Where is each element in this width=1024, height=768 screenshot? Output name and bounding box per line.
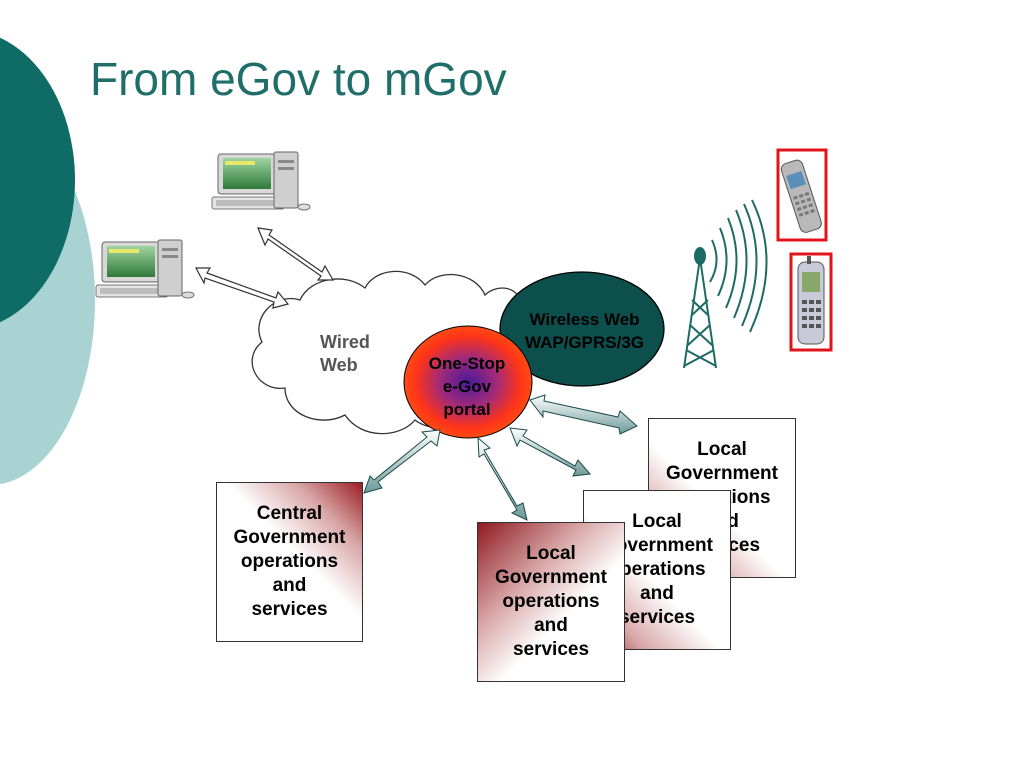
slide-title: From eGov to mGov — [90, 53, 507, 105]
mobile-phone-icon — [776, 148, 828, 242]
local-government-box-1-label: Local Government operations and services — [495, 543, 607, 660]
computer-icon — [95, 239, 195, 299]
decoration-dark-teal-shape — [0, 37, 75, 323]
mobile-phone-icon — [789, 252, 833, 352]
central-government-box: Central Government operations and servic… — [216, 482, 363, 642]
arrow-portal-local1 — [477, 436, 528, 521]
wired-web-label: Wired Web — [320, 332, 370, 375]
left-decoration — [0, 37, 95, 485]
antenna-tower-icon — [683, 199, 768, 369]
portal-sphere — [403, 325, 533, 439]
arrow-computer2-cloud — [195, 267, 290, 309]
portal-label: One-Stop e-Gov portal — [428, 354, 506, 419]
arrow-computer1-cloud — [257, 227, 335, 281]
arrow-portal-central — [363, 429, 441, 494]
computer-icon — [211, 151, 311, 211]
wireless-web-label: Wireless Web WAP/GPRS/3G — [524, 310, 645, 352]
arrow-portal-local2 — [509, 427, 591, 477]
local-government-box-1: Local Government operations and services — [477, 522, 625, 682]
wired-arrows — [195, 227, 335, 309]
arrow-portal-local3 — [529, 394, 638, 435]
local-government-box-2-label: Local Government operations and services — [601, 511, 713, 628]
wireless-web-ellipse — [499, 271, 665, 387]
central-government-box-label: Central Government operations and servic… — [233, 503, 346, 620]
portal-arrows — [363, 394, 638, 521]
